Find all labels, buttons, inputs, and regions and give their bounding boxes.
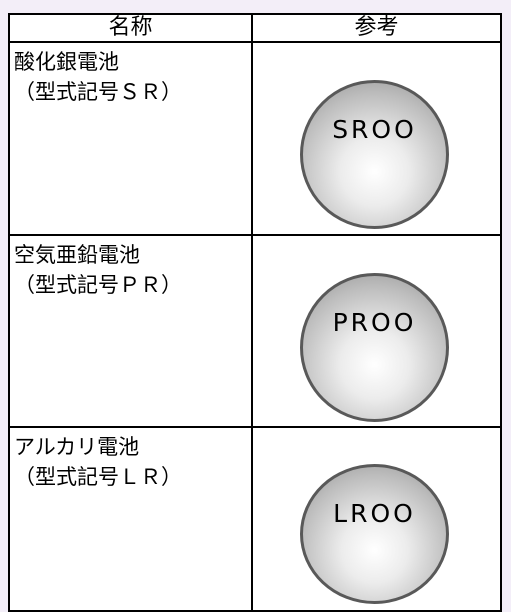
battery-code: （型式記号ＰＲ） bbox=[14, 272, 182, 297]
battery-label: SROO bbox=[332, 115, 417, 144]
reference-cell: PROO bbox=[251, 233, 502, 429]
battery-name: 酸化銀電池 bbox=[14, 50, 119, 74]
table-row-silver-oxide: 酸化銀電池 （型式記号ＳＲ） SROO bbox=[8, 41, 502, 236]
battery-illustration: PROO bbox=[300, 272, 449, 422]
name-cell: アルカリ電池 （型式記号ＬＲ） bbox=[8, 426, 253, 612]
battery-name: 空気亜鉛電池 bbox=[14, 242, 140, 267]
battery-name: アルカリ電池 bbox=[14, 435, 140, 460]
table-row-alkaline: アルカリ電池 （型式記号ＬＲ） LROO bbox=[8, 426, 502, 612]
battery-label: LROO bbox=[333, 499, 416, 529]
table-row-zinc-air: 空気亜鉛電池 （型式記号ＰＲ） PROO bbox=[8, 233, 502, 429]
reference-cell: SROO bbox=[251, 41, 502, 236]
battery-label: PROO bbox=[332, 307, 417, 337]
table-header-row: 名称 参考 bbox=[8, 13, 502, 43]
battery-type-table: 名称 参考 酸化銀電池 （型式記号ＳＲ） SROO bbox=[8, 13, 502, 612]
header-reference: 参考 bbox=[251, 13, 502, 43]
reference-cell: LROO bbox=[251, 426, 502, 612]
battery-illustration: LROO bbox=[300, 464, 449, 605]
name-cell: 酸化銀電池 （型式記号ＳＲ） bbox=[8, 41, 253, 236]
battery-code: （型式記号ＬＲ） bbox=[14, 465, 182, 490]
header-name: 名称 bbox=[8, 13, 253, 43]
battery-illustration: SROO bbox=[300, 80, 449, 229]
name-cell: 空気亜鉛電池 （型式記号ＰＲ） bbox=[8, 233, 253, 429]
battery-code: （型式記号ＳＲ） bbox=[14, 80, 182, 104]
